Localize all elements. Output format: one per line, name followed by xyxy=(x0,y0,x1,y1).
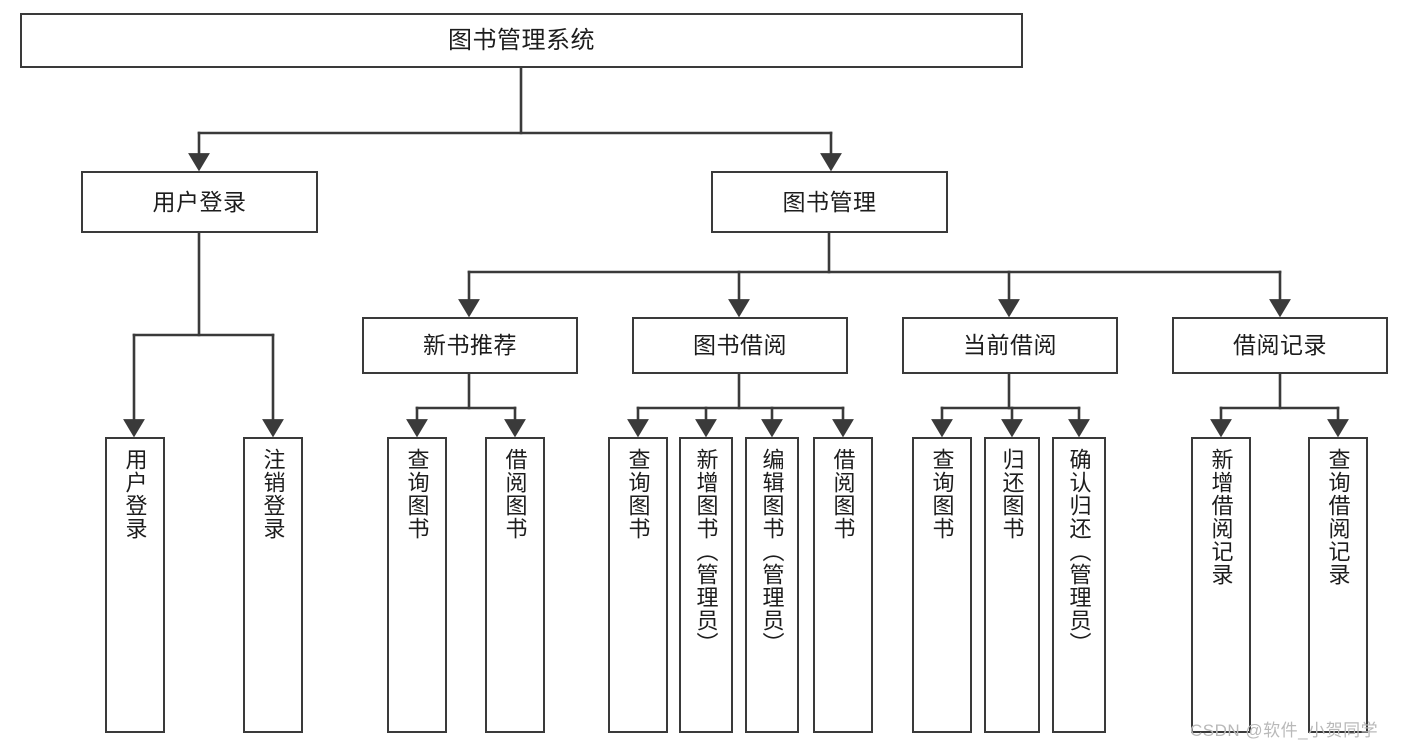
leaf-return-book[interactable]: 归还图书 xyxy=(984,437,1040,733)
node-new-book-recommend[interactable]: 新书推荐 xyxy=(362,317,578,374)
node-current-borrow[interactable]: 当前借阅 xyxy=(902,317,1118,374)
leaf-query-book-newbook[interactable]: 查询图书 xyxy=(387,437,447,733)
leaf-user-login[interactable]: 用户登录 xyxy=(105,437,165,733)
leaf-add-borrow-record-label: 新增借阅记录 xyxy=(1208,448,1234,586)
leaf-edit-book-admin[interactable]: 编辑图书（管理员） xyxy=(745,437,799,733)
node-book-borrow[interactable]: 图书借阅 xyxy=(632,317,848,374)
leaf-borrow-book-newbook[interactable]: 借阅图书 xyxy=(485,437,545,733)
leaf-add-book-admin[interactable]: 新增图书（管理员） xyxy=(679,437,733,733)
leaf-borrow-book-newbook-label: 借阅图书 xyxy=(502,448,528,540)
leaf-query-borrow-record-label: 查询借阅记录 xyxy=(1325,448,1351,586)
leaf-query-book-newbook-label: 查询图书 xyxy=(404,448,430,540)
node-book-management[interactable]: 图书管理 xyxy=(711,171,948,233)
leaf-query-book-current[interactable]: 查询图书 xyxy=(912,437,972,733)
csdn-watermark: CSDN @软件_小贺同学 xyxy=(1190,721,1379,740)
leaf-query-book-current-label: 查询图书 xyxy=(929,448,955,540)
leaf-query-borrow-record[interactable]: 查询借阅记录 xyxy=(1308,437,1368,733)
node-new-book-recommend-label: 新书推荐 xyxy=(423,332,517,359)
leaf-borrow-book-borrow[interactable]: 借阅图书 xyxy=(813,437,873,733)
leaf-add-borrow-record[interactable]: 新增借阅记录 xyxy=(1191,437,1251,733)
leaf-add-book-admin-label: 新增图书（管理员） xyxy=(693,448,719,655)
node-borrow-records-label: 借阅记录 xyxy=(1233,332,1327,359)
leaf-borrow-book-borrow-label: 借阅图书 xyxy=(830,448,856,540)
leaf-user-logout[interactable]: 注销登录 xyxy=(243,437,303,733)
node-user-login[interactable]: 用户登录 xyxy=(81,171,318,233)
node-user-login-label: 用户登录 xyxy=(152,188,247,215)
leaf-user-logout-label: 注销登录 xyxy=(260,448,286,540)
leaf-user-login-label: 用户登录 xyxy=(122,448,148,540)
leaf-confirm-return-admin-label: 确认归还（管理员） xyxy=(1066,448,1092,655)
leaf-query-book-borrow-label: 查询图书 xyxy=(625,448,651,540)
node-book-management-label: 图书管理 xyxy=(782,188,877,215)
leaf-query-book-borrow[interactable]: 查询图书 xyxy=(608,437,668,733)
leaf-edit-book-admin-label: 编辑图书（管理员） xyxy=(759,448,785,655)
node-root[interactable]: 图书管理系统 xyxy=(20,13,1023,68)
leaf-confirm-return-admin[interactable]: 确认归还（管理员） xyxy=(1052,437,1106,733)
node-book-borrow-label: 图书借阅 xyxy=(693,332,787,359)
node-current-borrow-label: 当前借阅 xyxy=(963,332,1057,359)
node-root-label: 图书管理系统 xyxy=(448,26,595,54)
leaf-return-book-label: 归还图书 xyxy=(999,448,1025,540)
node-borrow-records[interactable]: 借阅记录 xyxy=(1172,317,1388,374)
